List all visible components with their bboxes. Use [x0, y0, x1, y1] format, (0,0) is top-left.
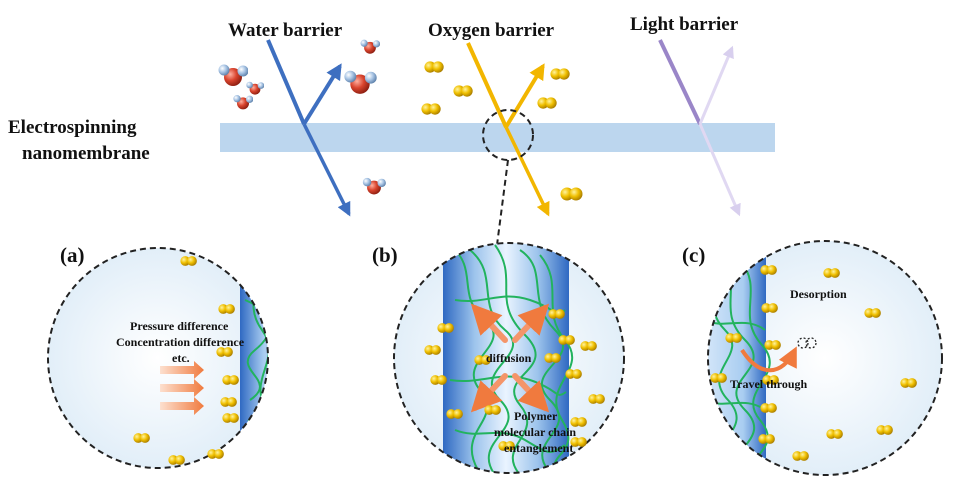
panel-c-desorption-label: Desorption: [790, 287, 847, 301]
zoom-circle: [482, 109, 534, 161]
panel-b-polymer-line1: Polymer: [514, 409, 558, 423]
light-barrier-arrows: [658, 39, 741, 217]
panel-b-diffusion-arrows: [470, 303, 550, 413]
panel-c-tag: (c): [682, 243, 705, 267]
panel-a-text-line3: etc.: [172, 351, 190, 365]
panel-b-tag: (b): [372, 243, 398, 267]
panel-b-polymer-line3: entanglement: [504, 441, 573, 455]
panel-a-text-line2: Concentration difference: [116, 335, 245, 349]
panel-b: diffusion Polymer molecular chain entang…: [393, 242, 625, 474]
water-barrier-label: Water barrier: [228, 20, 343, 41]
oxygen-barrier-label: Oxygen barrier: [428, 20, 555, 41]
panel-a-flow-arrows: [160, 361, 204, 415]
zoom-connector: [496, 159, 509, 246]
membrane-label-line2: nanomembrane: [22, 143, 150, 164]
panel-a-tag: (a): [60, 243, 85, 267]
water-barrier-arrows: [266, 39, 351, 217]
panel-a-text-line1: Pressure difference: [130, 319, 229, 333]
panel-c-desorbed-molecule: [797, 337, 817, 349]
membrane-label-line1: Electrospinning: [8, 117, 137, 138]
panel-c-travel-arrow: [740, 346, 797, 373]
panel-a: Pressure difference Concentration differ…: [47, 247, 269, 469]
light-barrier-label: Light barrier: [630, 14, 739, 35]
oxygen-barrier-arrows: [466, 42, 550, 217]
panel-b-polymer-line2: molecular chain: [494, 425, 576, 439]
panel-c-travel-label: Travel through: [730, 377, 808, 391]
membrane-band: [220, 123, 775, 152]
panel-b-diffusion-label: diffusion: [486, 351, 532, 365]
panel-c: Desorption Travel through: [707, 240, 943, 476]
